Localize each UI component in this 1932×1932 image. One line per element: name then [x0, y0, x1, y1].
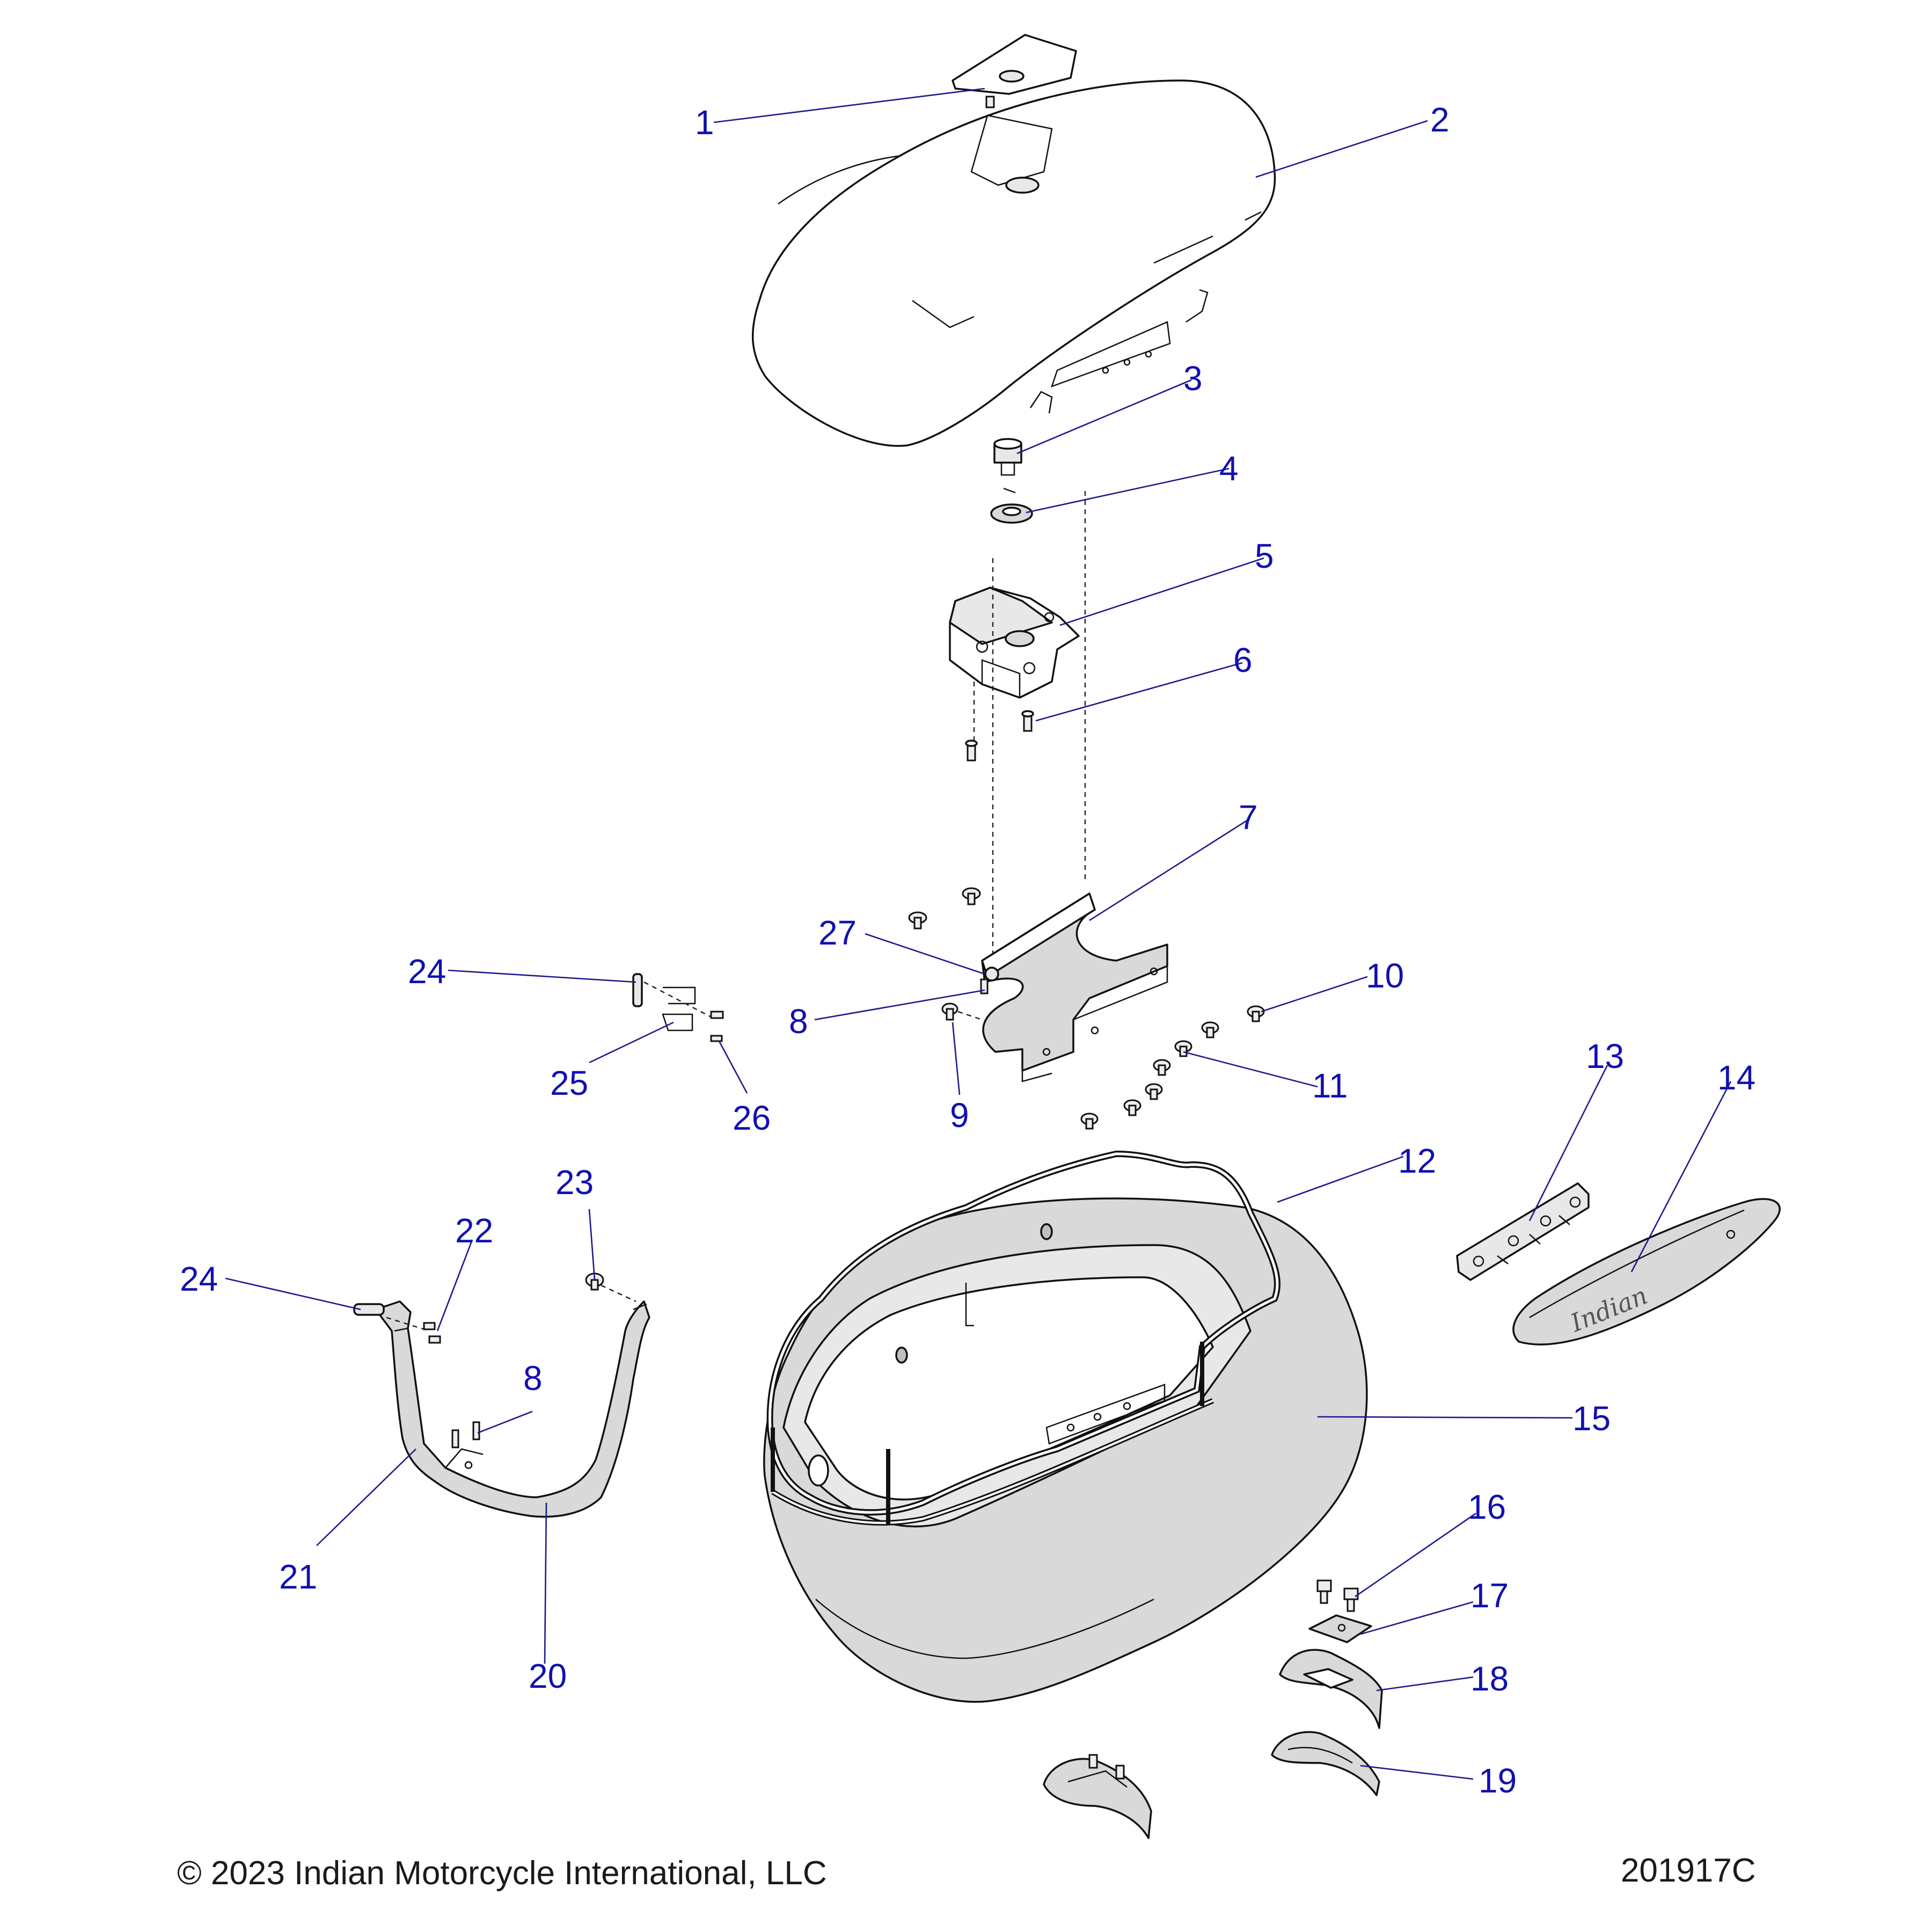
- part-19-mount-installed: [1043, 1754, 1152, 1839]
- callout-7: 7: [1239, 798, 1258, 837]
- callout-16: 16: [1468, 1488, 1506, 1526]
- part-22-23-24-lower-hardware: [353, 1272, 636, 1344]
- callout-22: 22: [455, 1211, 493, 1250]
- callout-24-upper: 24: [408, 952, 446, 991]
- callout-12: 12: [1398, 1141, 1436, 1180]
- callout-5: 5: [1255, 537, 1274, 575]
- part-8-9-27-fasteners: [908, 887, 989, 1021]
- callout-26: 26: [733, 1099, 771, 1137]
- part-19-saddle-mount: [1271, 1731, 1380, 1796]
- callout-3: 3: [1183, 359, 1203, 398]
- part-12-guard-rail: [766, 1150, 1280, 1526]
- part-10-11-screws: [1080, 1005, 1265, 1130]
- callout-11: 11: [1312, 1066, 1348, 1105]
- callout-4: 4: [1219, 449, 1239, 488]
- callout-14: 14: [1717, 1058, 1755, 1097]
- callout-9: 9: [950, 1096, 969, 1135]
- callout-10: 10: [1366, 956, 1404, 995]
- callout-23: 23: [555, 1163, 594, 1202]
- part-24-25-26-hardware-upper: [632, 973, 724, 1042]
- callout-21: 21: [279, 1557, 317, 1596]
- part-1-lid-plate: [952, 34, 1077, 108]
- part-18-saddle-mount: [1279, 1649, 1383, 1729]
- callout-18: 18: [1470, 1659, 1509, 1698]
- callout-15: 15: [1572, 1399, 1611, 1438]
- callout-1: 1: [695, 103, 714, 142]
- part-6-screws: [965, 710, 1034, 762]
- callout-8-lower: 8: [523, 1359, 543, 1397]
- callout-2: 2: [1430, 100, 1450, 139]
- callout-labels: 1 2 3 4 5 6 7 27 8 9 10 11 12 13 14 15 1…: [180, 100, 1755, 1800]
- part-17-plate: [1308, 1614, 1372, 1643]
- callout-19: 19: [1479, 1761, 1517, 1800]
- part-5-lock-housing: [949, 587, 1080, 699]
- part-2-lid: [751, 79, 1276, 447]
- copyright-notice: © 2023 Indian Motorcycle International, …: [177, 1855, 827, 1892]
- part-13-hinge-plate: [1456, 1182, 1590, 1281]
- callout-25: 25: [550, 1064, 588, 1102]
- part-20-21-support-bracket: [375, 1300, 650, 1518]
- callout-6: 6: [1233, 641, 1253, 679]
- figure-id: 201917C: [1621, 1852, 1756, 1889]
- part-3-bolt: [993, 438, 1022, 476]
- part-16-bolts: [1316, 1579, 1359, 1612]
- part-4-grommet: [990, 487, 1033, 524]
- leader-lines: [225, 87, 1732, 1780]
- callout-13: 13: [1586, 1037, 1624, 1075]
- callout-20: 20: [529, 1657, 567, 1695]
- callout-24-lower: 24: [180, 1260, 218, 1298]
- part-15-saddlebag-shell: [763, 1197, 1368, 1703]
- part-7-bracket: [981, 892, 1168, 1082]
- callout-8-upper: 8: [789, 1002, 808, 1041]
- callout-27: 27: [818, 913, 857, 952]
- callout-17: 17: [1470, 1576, 1509, 1615]
